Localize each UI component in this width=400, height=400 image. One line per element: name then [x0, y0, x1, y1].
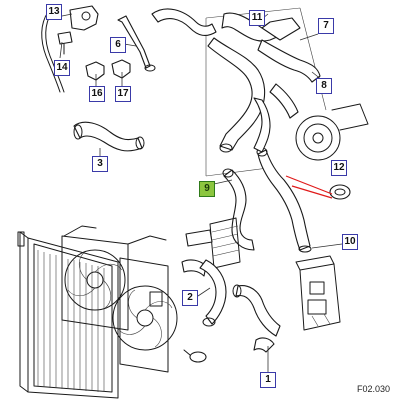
part-1-hose [232, 284, 281, 353]
callout-17: 17 [115, 86, 131, 102]
part-7-hose [207, 37, 266, 153]
callout-16: 16 [89, 86, 105, 102]
callout-10: 10 [342, 234, 358, 250]
callout-9: 9 [199, 181, 215, 197]
part-16-clip [85, 61, 105, 81]
part-10-hose [253, 97, 312, 253]
part-8-hose [257, 39, 321, 119]
callout-7: 7 [318, 18, 334, 34]
callout-12: 12 [331, 160, 347, 176]
part-2-hose [199, 259, 227, 327]
part-9-hose [222, 168, 255, 251]
part-6-pipe [117, 15, 156, 72]
callout-14: 14 [54, 60, 70, 76]
part-13-bracket [41, 5, 99, 93]
part-11-hose [151, 8, 301, 42]
pulley [295, 103, 369, 161]
part-12-clamp [285, 175, 351, 200]
radiator-fitting [183, 349, 207, 363]
part-17-clip [111, 59, 131, 79]
callout-8: 8 [316, 78, 332, 94]
callout-2: 2 [182, 290, 198, 306]
expansion-tank [295, 255, 341, 331]
callout-6: 6 [110, 37, 126, 53]
callout-3: 3 [92, 156, 108, 172]
leader-lines [59, 13, 343, 372]
coolant-housing [181, 217, 241, 277]
cooling-fans [61, 225, 178, 373]
radiator [17, 231, 119, 399]
figure-code: F02.030 [356, 384, 390, 394]
part-14-bolt [57, 31, 73, 55]
callout-13: 13 [46, 4, 62, 20]
part-3-hose [73, 121, 145, 152]
callout-11: 11 [249, 10, 265, 26]
callout-1: 1 [260, 372, 276, 388]
